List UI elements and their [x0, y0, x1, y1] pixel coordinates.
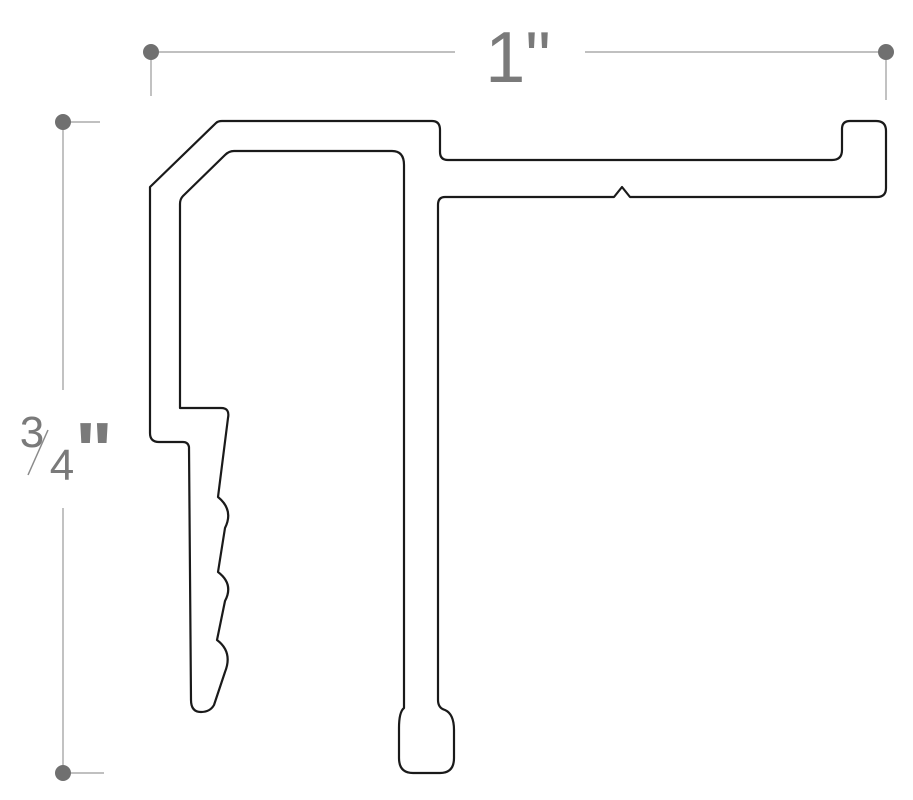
height-inch-mark: "	[75, 406, 113, 495]
height-fraction-denominator: 4	[50, 441, 74, 490]
height-endpoint-bottom	[55, 765, 71, 781]
width-endpoint-right	[878, 44, 894, 60]
width-dimension: 1"	[143, 18, 894, 100]
extrusion-profile-outline	[148, 119, 888, 775]
height-dimension: 3 4 "	[20, 114, 113, 781]
height-fraction-numerator: 3	[20, 408, 44, 457]
width-dimension-label: 1"	[485, 18, 551, 98]
height-endpoint-top	[55, 114, 71, 130]
width-endpoint-left	[143, 44, 159, 60]
height-fraction-slash	[27, 429, 49, 476]
